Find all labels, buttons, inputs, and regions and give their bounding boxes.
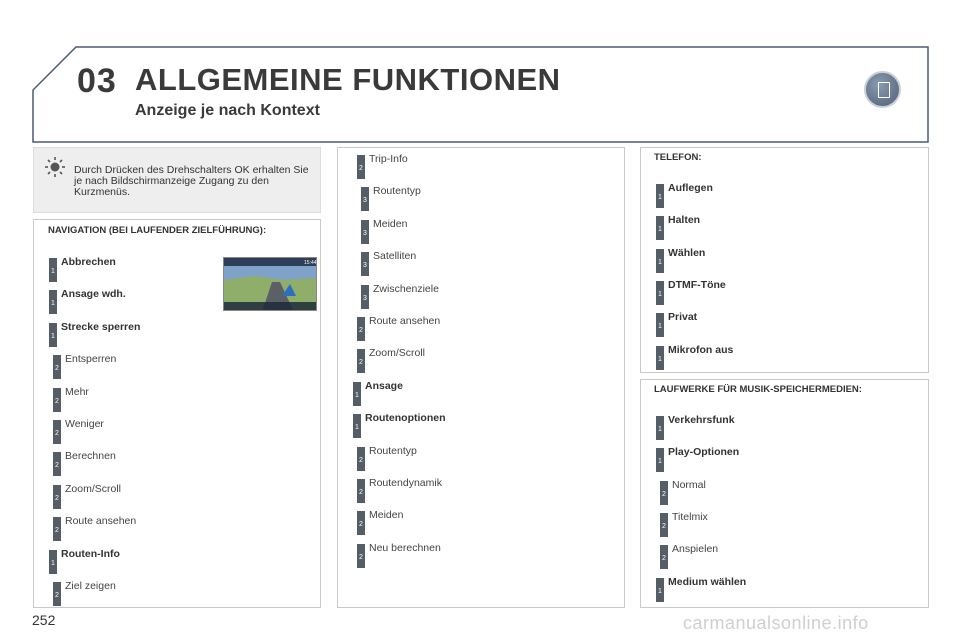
level-badge: 1	[656, 248, 664, 273]
menu-item: Routenoptionen	[365, 412, 446, 425]
menu-item: Routentyp	[373, 185, 421, 198]
level-badge: 2	[357, 479, 365, 503]
level-badge: 2	[53, 452, 61, 477]
level-badge: 3	[361, 252, 369, 277]
menu-item: Auflegen	[668, 182, 713, 194]
telefon-panel	[640, 147, 929, 373]
menu-item: Zoom/Scroll	[369, 347, 426, 360]
menu-item: DTMF-Töne	[668, 278, 726, 291]
middle-panel	[337, 147, 625, 608]
menu-item: Abbrechen	[61, 256, 116, 268]
menu-item: Routentyp	[369, 444, 417, 457]
menu-item: Zoom/Scroll	[65, 482, 122, 495]
level-badge: 1	[656, 280, 664, 305]
menu-item: Weniger	[65, 418, 104, 430]
level-badge: 1	[656, 577, 664, 602]
level-badge: 2	[357, 511, 365, 536]
menu-item: Privat	[668, 311, 698, 324]
header-frame	[32, 46, 929, 143]
menu-item: Entsperren	[65, 353, 117, 366]
chapter-number: 03	[77, 62, 117, 100]
menu-item: Ansage wdh.	[61, 288, 126, 301]
menu-item: Normal	[672, 478, 706, 491]
level-badge: 2	[357, 543, 365, 568]
menu-item: Mikrofon aus	[668, 343, 734, 356]
page-subtitle: Anzeige je nach Kontext	[135, 102, 320, 119]
level-badge: 1	[656, 345, 664, 370]
book-icon[interactable]	[864, 71, 901, 108]
level-badge: 2	[660, 480, 668, 505]
menu-item: Meiden	[369, 509, 404, 522]
telefon-heading: TELEFON:	[654, 152, 702, 163]
menu-item: Meiden	[373, 217, 408, 230]
navigation-screen-image: 15:44	[223, 257, 317, 311]
page-title: ALLGEMEINE FUNKTIONEN	[135, 62, 561, 97]
level-badge: 2	[357, 317, 365, 341]
menu-item: Mehr	[65, 385, 89, 398]
level-badge: 2	[357, 446, 365, 471]
level-badge: 1	[656, 216, 664, 241]
menu-item: Routen-Info	[61, 547, 120, 560]
level-badge: 2	[53, 517, 61, 542]
sun-icon	[45, 157, 65, 177]
level-badge: 1	[49, 322, 57, 347]
level-badge: 2	[53, 387, 61, 412]
level-badge: 3	[361, 187, 369, 212]
menu-item: Halten	[668, 214, 701, 227]
level-badge: 1	[656, 416, 664, 440]
watermark: carmanualsonline.info	[683, 613, 869, 633]
level-badge: 1	[49, 549, 57, 574]
level-badge: 2	[53, 484, 61, 509]
level-badge: 1	[353, 414, 361, 439]
page-number: 252	[32, 612, 56, 628]
menu-item: Berechnen	[65, 450, 116, 463]
screen-time: 15:44	[304, 260, 317, 266]
menu-item: Ziel zeigen	[65, 580, 116, 592]
level-badge: 1	[49, 258, 57, 282]
level-badge: 1	[49, 290, 57, 315]
level-badge: 2	[53, 420, 61, 444]
menu-item: Verkehrsfunk	[668, 414, 735, 426]
level-badge: 2	[53, 355, 61, 380]
menu-item: Zwischenziele	[373, 282, 439, 295]
menu-item: Route ansehen	[369, 315, 441, 327]
menu-item: Ansage	[365, 379, 403, 392]
menu-item: Play-Optionen	[668, 446, 740, 459]
info-box	[33, 147, 321, 213]
level-badge: 1	[656, 184, 664, 208]
level-badge: 1	[656, 448, 664, 473]
level-badge: 2	[660, 545, 668, 570]
menu-item: Trip-Info	[369, 153, 408, 165]
menu-item: Route ansehen	[65, 515, 137, 528]
level-badge: 2	[357, 155, 365, 179]
menu-item: Wählen	[668, 246, 706, 259]
level-badge: 1	[353, 381, 361, 406]
menu-item: Titelmix	[672, 510, 708, 523]
info-text: Durch Drücken des Drehschalters OK erhal…	[74, 164, 309, 198]
level-badge: 1	[656, 313, 664, 338]
level-badge: 3	[361, 219, 369, 244]
level-badge: 2	[53, 582, 61, 606]
menu-item: Routendynamik	[369, 477, 442, 489]
navigation-heading: NAVIGATION (BEI LAUFENDER ZIELFÜHRUNG):	[48, 225, 267, 236]
menu-item: Neu berechnen	[369, 541, 441, 554]
level-badge: 3	[361, 284, 369, 309]
level-badge: 2	[357, 349, 365, 374]
menu-item: Medium wählen	[668, 575, 747, 588]
chapter-header	[32, 46, 929, 143]
menu-item: Anspielen	[672, 543, 719, 556]
level-badge: 2	[660, 512, 668, 537]
menu-item: Strecke sperren	[61, 320, 141, 333]
laufwerke-panel	[640, 379, 929, 608]
laufwerke-heading: LAUFWERKE FÜR MUSIK-SPEICHERMEDIEN:	[654, 384, 862, 395]
menu-item: Satelliten	[373, 250, 417, 263]
